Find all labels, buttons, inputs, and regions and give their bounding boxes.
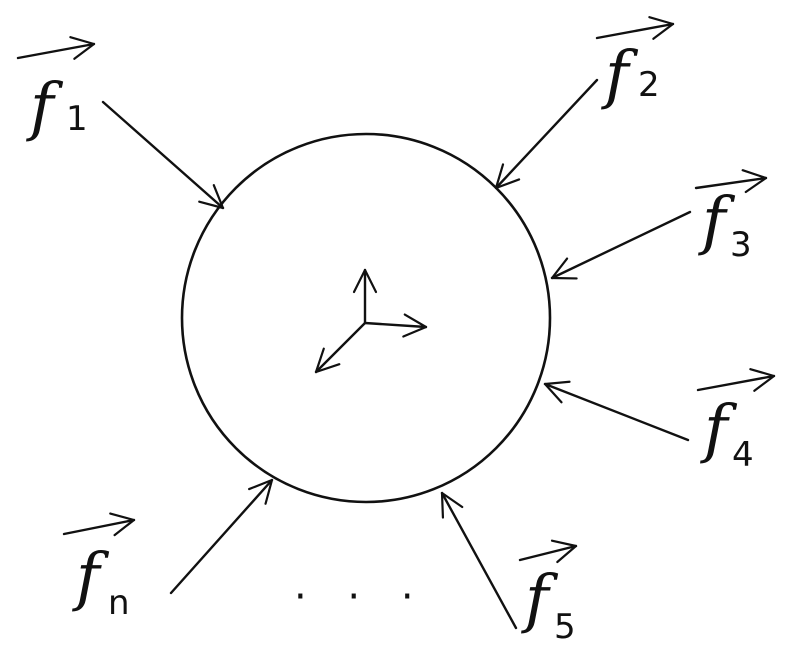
- force-arrow-f5: [440, 491, 518, 630]
- coordinate-axes: [314, 268, 428, 374]
- vector-arrow-f1: [16, 36, 96, 60]
- label-f5: f 5: [518, 539, 578, 647]
- label-f1: f 1: [16, 36, 96, 144]
- label-f5-subscript: 5: [554, 607, 576, 647]
- vector-arrow-f4: [696, 368, 776, 392]
- force-arrow-f2: [494, 78, 599, 190]
- rigid-body-circle: [180, 132, 552, 504]
- label-fn: f n: [62, 512, 136, 623]
- label-fn-letter: f: [72, 540, 110, 614]
- force-arrow-f4: [543, 380, 690, 442]
- vector-arrow-f5: [518, 539, 578, 564]
- label-f4-subscript: 4: [732, 435, 754, 475]
- label-f1-subscript: 1: [66, 99, 88, 139]
- vector-arrow-f3: [694, 169, 768, 194]
- axis-right: [363, 313, 428, 338]
- label-f2-subscript: 2: [638, 65, 660, 105]
- axis-down-left: [314, 321, 367, 374]
- vector-arrow-f2: [595, 16, 675, 40]
- label-fn-subscript: n: [108, 583, 130, 623]
- label-f3: f 3: [694, 169, 768, 265]
- force-arrow-fn: [169, 478, 274, 595]
- ellipsis: · · ·: [294, 574, 428, 620]
- label-f3-subscript: 3: [730, 225, 752, 265]
- label-f1-letter: f: [26, 70, 64, 144]
- force-arrow-f3: [550, 210, 692, 280]
- label-f4: f 4: [696, 368, 776, 475]
- label-f2-letter: f: [601, 38, 639, 112]
- vector-arrow-fn: [62, 512, 136, 537]
- force-arrow-f1: [101, 100, 225, 210]
- label-f2: f 2: [595, 16, 675, 112]
